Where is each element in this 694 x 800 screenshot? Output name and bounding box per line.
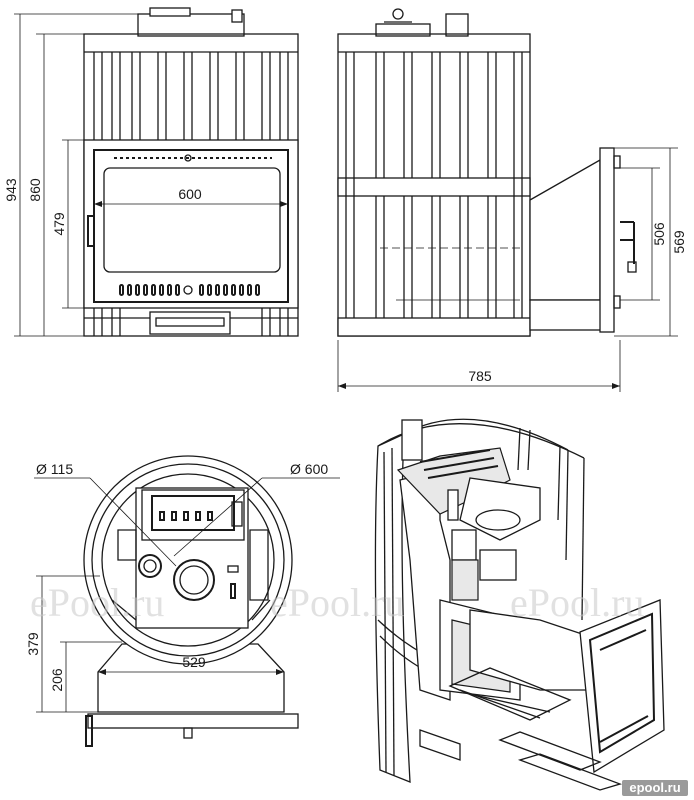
watermark-text-1: ePool.ru [30,580,164,625]
dim-front-door-width: 600 [178,186,202,202]
dim-top-chimney-diameter: Ø 115 [36,461,73,477]
top-view [34,455,340,747]
dim-bottom-total-depth: 379 [25,632,41,656]
dim-front-total-height: 943 [3,178,19,202]
front-view [14,7,299,337]
logo-text: epool.ru [629,780,680,795]
watermark-text-2: ePool.ru [270,580,404,625]
dim-side-tunnel-height: 569 [671,230,687,254]
watermark-text-3: ePool.ru [510,580,644,625]
dim-bottom-tunnel-width: 529 [182,654,206,670]
dim-bottom-tunnel-depth: 206 [49,668,65,692]
dim-side-total-width: 785 [468,368,492,384]
dim-top-body-diameter: Ø 600 [290,461,328,477]
dim-side-door-height: 506 [651,222,667,246]
logo-badge [622,780,688,796]
side-view [337,8,678,392]
dim-front-door-height: 479 [51,212,67,236]
dim-front-body-height: 860 [27,178,43,202]
cutaway-view [374,418,665,791]
